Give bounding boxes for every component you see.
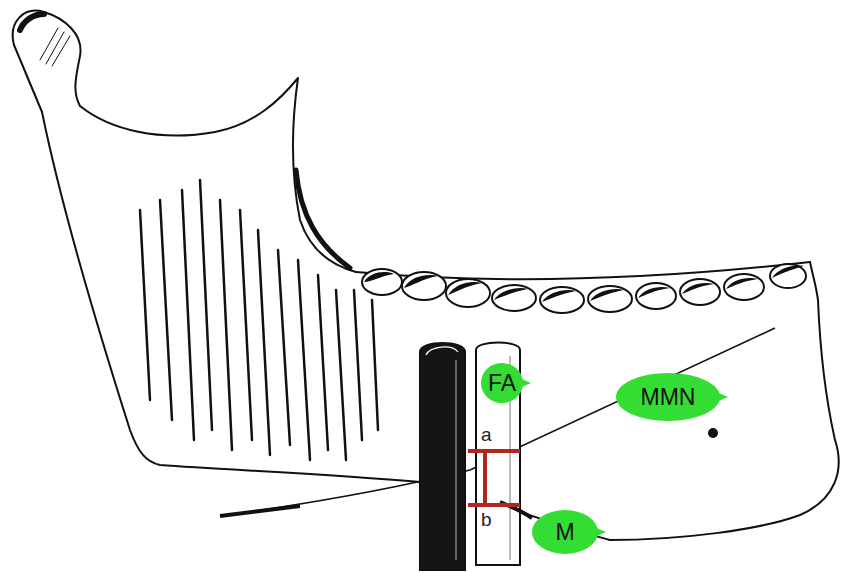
callout-ellipse: M [532, 510, 598, 554]
point-letter: b [481, 510, 492, 529]
mandible-outline [520, 262, 839, 540]
point-letter: a [481, 425, 492, 444]
teeth-shading [364, 266, 804, 303]
mental-foramen [708, 428, 718, 438]
condyle-shading [20, 14, 44, 30]
callout-ellipse: MMN [616, 373, 720, 421]
callout-ellipse: FA [481, 363, 523, 403]
mandible-outline [42, 112, 420, 482]
nerve-line [220, 506, 300, 516]
vein-cylinder [420, 343, 465, 570]
ridge-line [296, 170, 350, 268]
callout-text: M [555, 521, 574, 544]
condyle-shading [40, 28, 70, 66]
measurement-bracket [470, 451, 518, 505]
ramus-hatching [140, 180, 378, 460]
teeth-row [362, 264, 806, 313]
callout-text: MMN [641, 386, 696, 409]
callout-text: FA [488, 372, 516, 395]
